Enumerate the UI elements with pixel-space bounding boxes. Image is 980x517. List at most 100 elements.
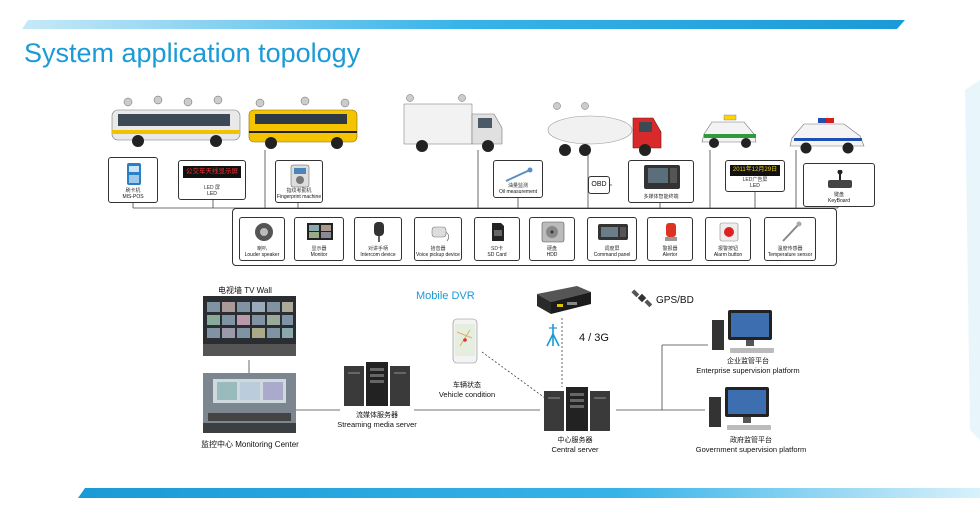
device-label-zh: 油量监测 — [507, 183, 528, 189]
device-label-en: LED — [750, 183, 760, 189]
device-label-en: Fingerprint machine — [276, 194, 322, 200]
enterprise-platform-zh: 企业监管平台 — [727, 358, 769, 365]
streaming-server-zh: 流媒体服务器 — [356, 412, 398, 419]
device-label-zh: 刷卡机 — [125, 188, 141, 194]
device-label-zh: LED广告屏 — [742, 177, 768, 183]
device-label-zh: LED 屏 — [203, 185, 221, 191]
device-label-en: Alertor — [662, 252, 678, 258]
device-label-en: MIS-POS — [122, 194, 144, 200]
enterprise-workstation-image — [712, 310, 774, 353]
device-label-en: SD Card — [487, 252, 507, 258]
school-bus-image — [248, 96, 358, 149]
joystick-keyboard-icon — [828, 170, 852, 188]
network-label: 4 / 3G — [579, 332, 609, 344]
fingerprint-machine-icon — [290, 164, 310, 188]
city-bus-image — [111, 95, 241, 147]
device-label-en: Oil measurement — [498, 189, 538, 195]
temperature-probe-icon — [782, 221, 802, 242]
device-label-zh: SD卡 — [491, 246, 503, 252]
central-server-label: 中心服务器 Central server — [535, 436, 615, 454]
obd-label: OBD — [591, 181, 607, 188]
vehicle-condition-en: Vehicle condition — [438, 390, 496, 399]
tv-wall-label: 电视墙 TV Wall — [218, 286, 272, 295]
device-label-zh: 报警按钮 — [717, 246, 738, 252]
device-label-en: LED — [207, 191, 217, 197]
terminal-screen-icon — [644, 165, 680, 189]
monitoring-center-label: 监控中心 Monitoring Center — [201, 440, 299, 449]
device-label-en: Temperature sensor — [767, 252, 813, 258]
card-reader-icon — [127, 163, 141, 185]
device-label-zh: 显示器 — [311, 246, 327, 252]
central-server-image — [544, 387, 610, 431]
sd-card-icon — [492, 223, 504, 241]
device-label-en: Louder speaker — [244, 252, 280, 258]
page-title: System application topology — [24, 38, 361, 68]
enterprise-platform-label: 企业监管平台 Enterprise supervision platform — [688, 357, 808, 375]
tanker-truck-image — [547, 102, 662, 156]
alarm-button-icon — [719, 222, 739, 242]
device-label-en: Intercom device — [360, 252, 396, 258]
device-label-zh: 警报器 — [662, 246, 678, 252]
device-label-zh: 拾音器 — [430, 246, 446, 252]
government-platform-en: Government supervision platform — [695, 445, 807, 454]
enterprise-platform-en: Enterprise supervision platform — [696, 366, 800, 375]
government-platform-label: 政府监管平台 Government supervision platform — [686, 436, 816, 454]
box-truck-image — [403, 94, 503, 152]
device-label-zh: 调度屏 — [604, 246, 620, 252]
central-server-zh: 中心服务器 — [557, 437, 593, 444]
device-label-en: KeyBoard — [828, 198, 850, 204]
obd-box: OBD — [588, 176, 610, 194]
device-label-en: Monitor — [310, 252, 328, 258]
phone-image — [452, 318, 478, 364]
monitor-icon — [307, 223, 333, 240]
streaming-server-image — [344, 362, 410, 406]
vehicle-condition-label: 车辆状态 Vehicle condition — [431, 381, 503, 399]
device-label-en: Voice pickup device — [416, 252, 460, 258]
device-label-zh: 喇叭 — [256, 246, 267, 252]
device-label-zh: 指纹考勤机 — [286, 188, 312, 194]
device-label-zh: 对讲手柄 — [367, 246, 388, 252]
central-server-en: Central server — [551, 445, 599, 454]
mobile-dvr-image — [537, 286, 591, 314]
device-label-en: Command panel — [593, 252, 631, 258]
device-label-en: HDD — [546, 252, 558, 258]
device-label-zh: 硬盘 — [546, 246, 557, 252]
mobile-dvr-label: Mobile DVR — [416, 290, 475, 302]
streaming-server-en: Streaming media server — [337, 420, 417, 429]
government-workstation-image — [709, 387, 771, 430]
monitoring-center-image — [203, 373, 296, 433]
device-label-zh: 多媒体智能终端 — [643, 194, 679, 200]
tv-wall-image — [203, 296, 296, 356]
vehicle-condition-zh: 车辆状态 — [453, 382, 481, 389]
device-label-zh: 键盘 — [833, 192, 844, 198]
command-panel-icon — [598, 224, 628, 240]
streaming-server-label: 流媒体服务器 Streaming media server — [327, 411, 427, 429]
police-car-image — [789, 118, 865, 154]
hard-drive-icon — [541, 221, 565, 243]
led-ad-text: 2011年12月29日 — [730, 165, 780, 176]
device-label-zh: 温度传感器 — [777, 246, 803, 252]
gps-label: GPS/BD — [656, 295, 694, 306]
intercom-handset-icon — [374, 222, 384, 242]
alertor-siren-icon — [665, 223, 677, 241]
voice-pickup-icon — [431, 226, 449, 242]
led-display-text: 公交车天线显示屏 — [183, 166, 241, 178]
